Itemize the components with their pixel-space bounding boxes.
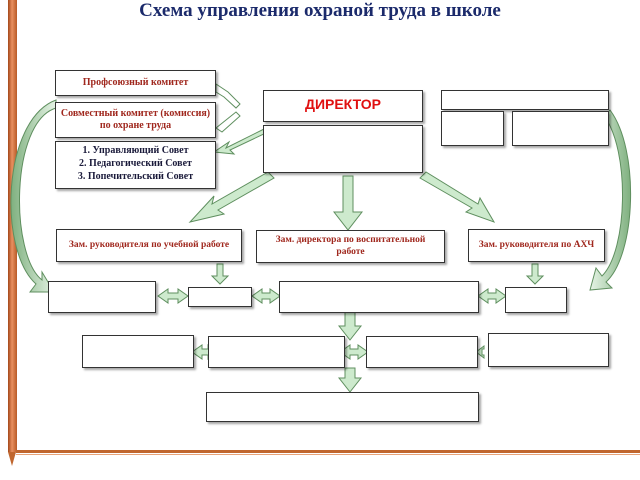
trade-union-box: [55, 70, 216, 96]
deputy-ahch-box: [468, 229, 605, 262]
bottom-divider-line: [16, 450, 640, 453]
blank-box-row1-right: [505, 287, 567, 313]
director-blank-box: [263, 125, 423, 173]
council-item: 1. Управляющий Совет: [82, 145, 189, 156]
director-to-upbringing-arrow: [332, 175, 364, 231]
director-to-ahch-arrow: [419, 171, 496, 223]
council-item: 3. Попечительский Совет: [77, 171, 194, 182]
deputy-upbringing-box: [256, 230, 445, 263]
director-to-academic-arrow: [188, 171, 275, 223]
deputy-ahch-label: Зам. руководителя по АХЧ: [478, 239, 595, 250]
page-title: Схема управления охраной труда в школе: [139, 0, 501, 21]
blank-box-top-right-medium: [512, 111, 609, 146]
blank-box-row2-b: [208, 336, 345, 368]
double-arrow-r1-c: [477, 288, 507, 304]
bottom-divider-line-light: [16, 454, 640, 455]
right-curved-arrow: [589, 109, 631, 291]
blank-box-row2-c: [366, 336, 478, 368]
pointer-stick-tip: [8, 452, 16, 466]
councils-box: [55, 141, 216, 189]
blank-box-top-right-wide: [441, 90, 609, 110]
joint-committee-label: Совместный комитет (комиссия) по охране …: [60, 107, 211, 132]
blank-box-row1-small: [188, 287, 252, 307]
deputy-academic-box: [56, 229, 242, 262]
blank-box-row1-center: [279, 281, 479, 313]
director-box: [263, 90, 423, 122]
bracket-arrow-lower: [215, 111, 241, 133]
deputy-academic-label: Зам. руководителя по учебной работе: [68, 239, 230, 250]
center-stem-arrow: [337, 311, 363, 341]
bottom-stem-arrow: [337, 367, 363, 393]
blank-box-bottom: [206, 392, 479, 422]
blank-box-row2-a: [82, 335, 194, 368]
double-arrow-r2-c: [475, 345, 485, 359]
director-label: ДИРЕКТОР: [304, 96, 382, 113]
council-item: 2. Педагогический Совет: [79, 158, 192, 169]
joint-committee-box: [55, 102, 216, 138]
blank-box-top-right-small: [441, 111, 504, 146]
trade-union-label: Профсоюзный комитет: [82, 76, 189, 88]
double-arrow-r1-a: [157, 288, 189, 304]
director-to-councils-arrow: [212, 127, 269, 155]
bracket-arrow-upper: [215, 83, 241, 109]
deputy-upbringing-label: Зам. директора по воспитательной работе: [275, 234, 426, 257]
councils-list: 1. Управляющий Совет 2. Педагогический С…: [55, 144, 216, 183]
blank-box-row2-d: [488, 333, 609, 367]
academic-down-arrow: [210, 263, 230, 285]
ahch-down-arrow: [525, 263, 545, 285]
left-curved-arrow: [10, 99, 57, 293]
blank-box-row1-left: [48, 281, 156, 313]
double-arrow-r1-b: [251, 288, 281, 304]
